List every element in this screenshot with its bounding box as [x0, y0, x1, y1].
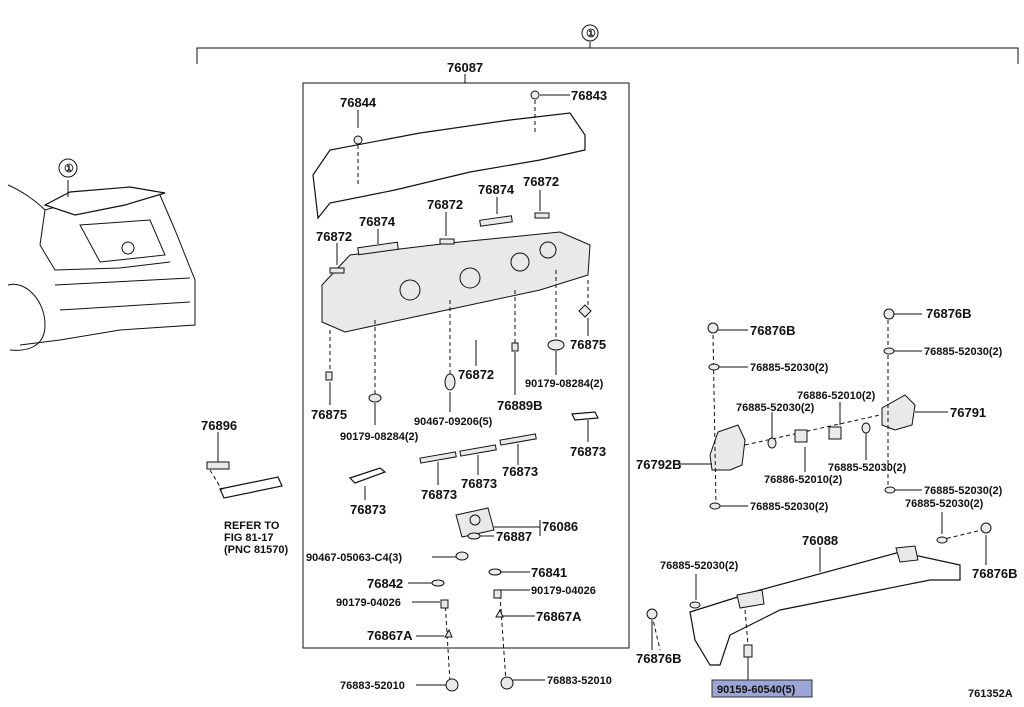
label-76886-52010: 76886-52010(2) — [764, 474, 843, 486]
vehicle-rear-view: ① — [7, 158, 196, 351]
label-76867A: 76867A — [536, 609, 582, 624]
vehicle-marker: ① — [64, 163, 74, 175]
label-76872: 76872 — [458, 367, 494, 382]
label-76875: 76875 — [311, 407, 347, 422]
label-76843: 76843 — [571, 88, 607, 103]
label-76791: 76791 — [950, 405, 986, 420]
label-90159-60540[interactable]: 90159-60540(5) — [717, 684, 796, 696]
label-76872: 76872 — [523, 174, 559, 189]
refer-line-3: (PNC 81570) — [224, 544, 289, 556]
label-76872: 76872 — [427, 197, 463, 212]
highlight-box — [711, 679, 813, 698]
label-90179-04026: 90179-04026 — [531, 585, 596, 597]
label-90179-08284: 90179-08284(2) — [525, 378, 604, 390]
label-76889B: 76889B — [497, 398, 543, 413]
label-76883-52010: 76883-52010 — [547, 675, 612, 687]
refer-line-2: FIG 81-17 — [224, 532, 274, 544]
assembly-frame-76087 — [302, 82, 630, 649]
label-76874: 76874 — [359, 214, 396, 229]
label-76885-52030: 76885-52030(2) — [828, 462, 907, 474]
label-76867A: 76867A — [367, 628, 413, 643]
refer-line-1: REFER TO — [224, 520, 280, 532]
label-76876B: 76876B — [926, 306, 972, 321]
figure-id: 761352A — [968, 688, 1013, 700]
label-76885-52030: 76885-52030(2) — [905, 498, 984, 510]
label-76875: 76875 — [570, 337, 606, 352]
label-90179-08284: 90179-08284(2) — [340, 431, 419, 443]
label-90467-09206: 90467-09206(5) — [414, 416, 493, 428]
spoiler-cover — [312, 112, 586, 220]
label-76876B: 76876B — [972, 566, 1018, 581]
label-90467-05063: 90467-05063-C4(3) — [306, 552, 402, 564]
label-76885-52030: 76885-52030(2) — [750, 501, 829, 513]
label-90179-04026: 90179-04026 — [336, 597, 401, 609]
spoiler-base-panel — [321, 231, 591, 333]
label-76873: 76873 — [421, 487, 457, 502]
label-76844: 76844 — [340, 95, 377, 110]
label-76876B: 76876B — [750, 323, 796, 338]
label-76842: 76842 — [367, 576, 403, 591]
label-76885-52030: 76885-52030(2) — [736, 402, 815, 414]
label-76841: 76841 — [531, 565, 567, 580]
label-76872: 76872 — [316, 229, 352, 244]
label-76876B: 76876B — [636, 651, 682, 666]
assembly-marker: ① — [586, 28, 596, 40]
label-76885-52030: 76885-52030(2) — [750, 362, 829, 374]
assembly-bracket: ① — [196, 24, 1019, 64]
label-76886-52010: 76886-52010(2) — [797, 390, 876, 402]
bracket-76791 — [881, 394, 916, 431]
label-76887: 76887 — [496, 529, 532, 544]
bracket-76792B — [709, 424, 746, 471]
label-76873: 76873 — [461, 476, 497, 491]
label-76873: 76873 — [570, 444, 606, 459]
label-76087: 76087 — [447, 60, 483, 75]
label-76896: 76896 — [201, 418, 237, 433]
label-76088: 76088 — [802, 533, 838, 548]
label-76086: 76086 — [542, 519, 578, 534]
label-76792B: 76792B — [636, 457, 682, 472]
label-76873: 76873 — [502, 464, 538, 479]
label-76885-52030: 76885-52030(2) — [660, 560, 739, 572]
spoiler-76088 — [689, 551, 961, 666]
label-76873: 76873 — [350, 502, 386, 517]
label-76874: 76874 — [478, 182, 515, 197]
label-76883-52010: 76883-52010 — [340, 680, 405, 692]
label-76885-52030: 76885-52030(2) — [924, 346, 1003, 358]
label-76885-52030: 76885-52030(2) — [924, 485, 1003, 497]
